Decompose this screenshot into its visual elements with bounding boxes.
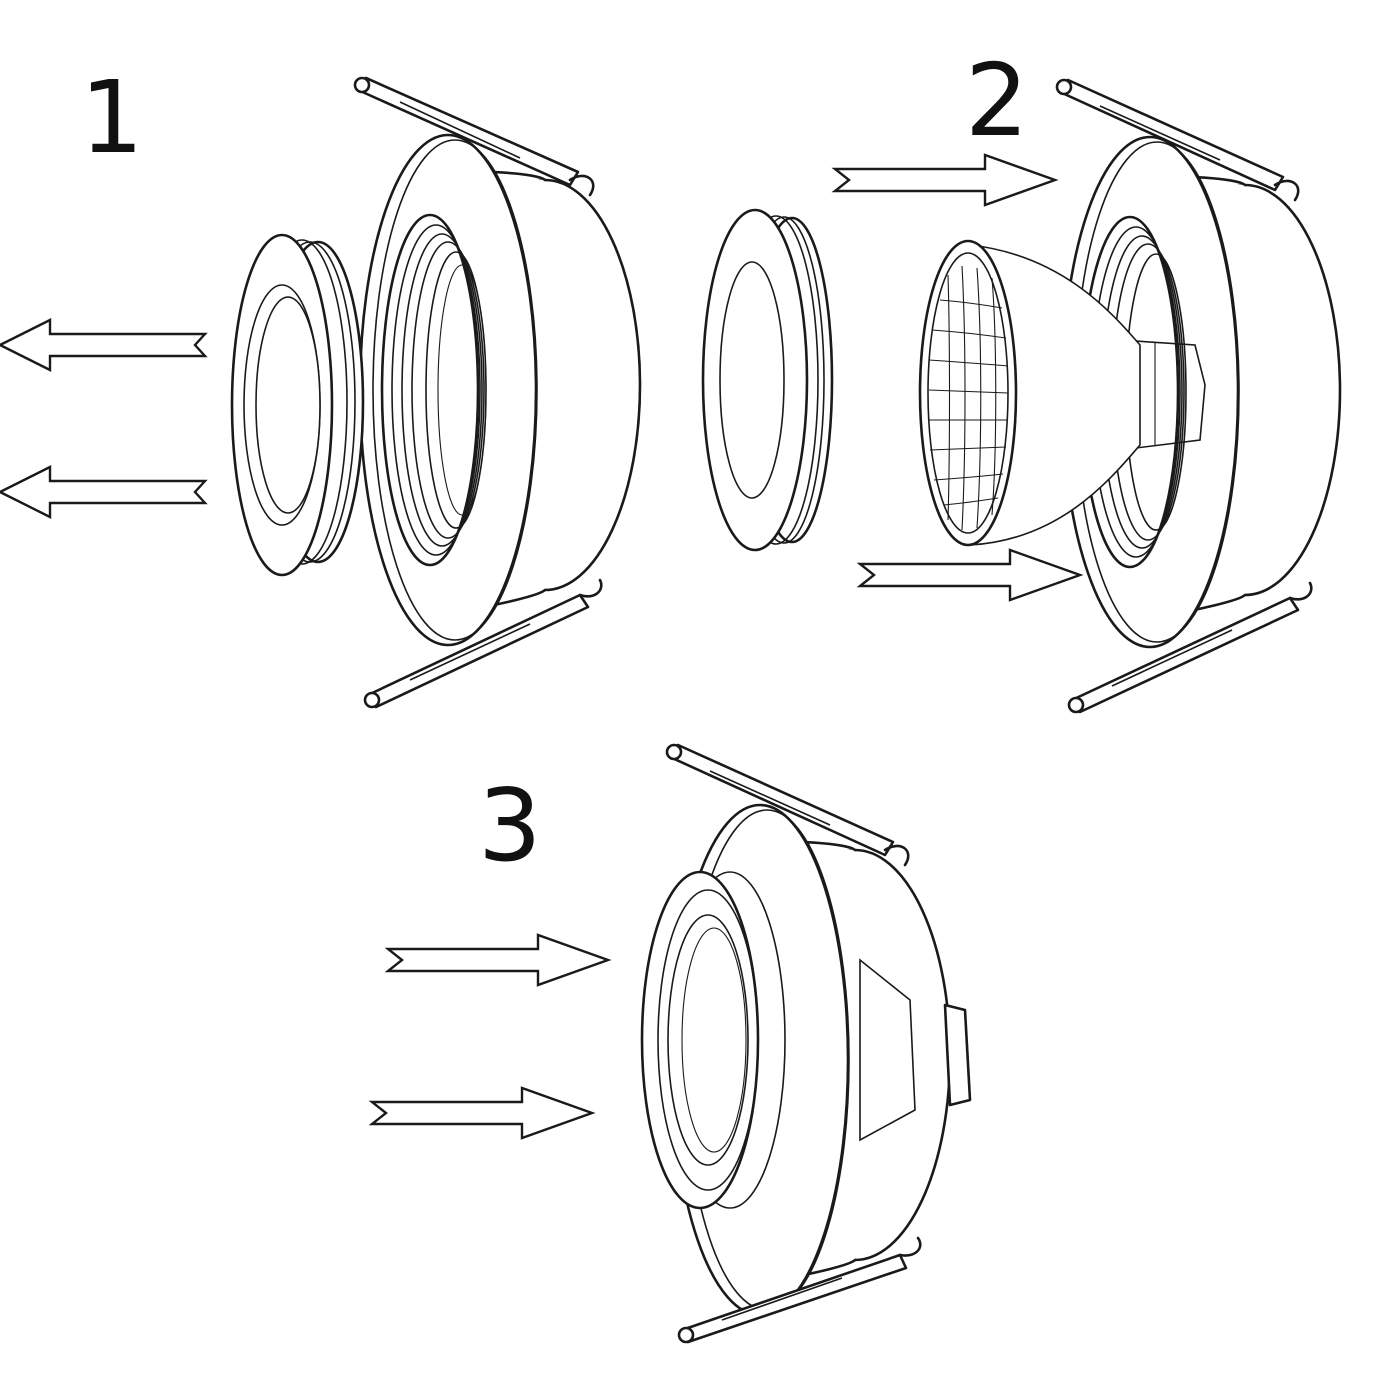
- spring-clip-icon: [677, 1236, 922, 1344]
- spring-clip-icon: [665, 743, 910, 867]
- step-3-label: 3: [478, 767, 542, 884]
- spring-clip-icon: [353, 76, 595, 197]
- housing: [353, 76, 642, 709]
- step-2-group: [701, 78, 1342, 714]
- step-3-group: [370, 743, 972, 1344]
- spring-clip-icon: [363, 578, 603, 709]
- step-1-group: [0, 76, 642, 709]
- arrow-right-icon: [386, 933, 610, 987]
- led-lamp: [918, 239, 1141, 547]
- assembled-fixture: [640, 743, 972, 1344]
- arrow-left-icon: [0, 318, 207, 372]
- step-2-label: 2: [965, 42, 1029, 159]
- trim-ring: [701, 208, 834, 552]
- arrow-right-icon: [370, 1086, 594, 1140]
- arrow-right-icon: [833, 153, 1057, 207]
- step-1-label: 1: [80, 59, 144, 176]
- trim-ring: [230, 233, 365, 577]
- spring-clip-icon: [1055, 78, 1300, 202]
- arrow-right-icon: [858, 548, 1082, 602]
- spring-clip-icon: [1067, 581, 1313, 714]
- arrow-left-icon: [0, 465, 207, 519]
- housing: [1055, 78, 1342, 714]
